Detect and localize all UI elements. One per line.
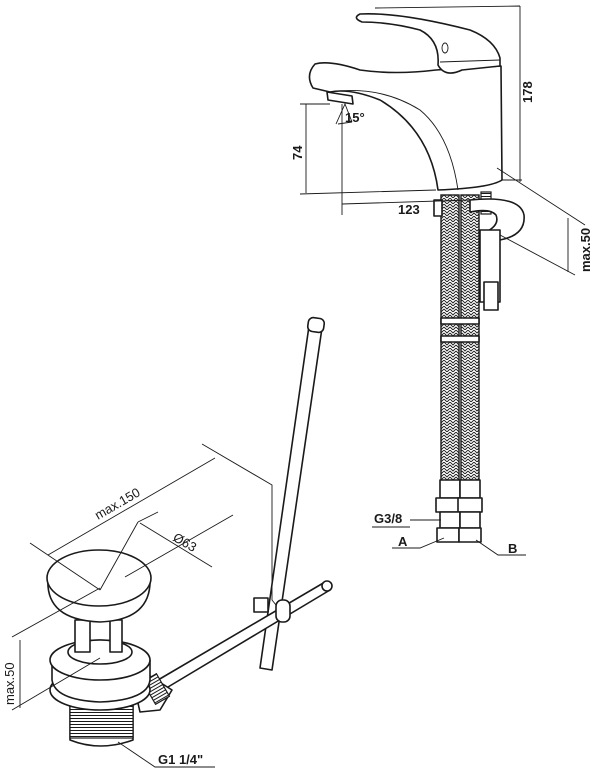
faucet-body — [308, 62, 503, 191]
pop-up-drain — [46, 316, 333, 747]
hose-a-label: A — [398, 534, 408, 549]
height-label: 178 — [520, 81, 535, 103]
aerator — [326, 91, 354, 105]
spout-height-label: 74 — [290, 145, 305, 160]
drain-dimensions — [11, 443, 277, 768]
lever-handle — [355, 13, 501, 74]
drain-thread-label: G1 1/4" — [158, 752, 203, 767]
deck-thickness-label: max.50 — [578, 228, 593, 272]
lever-rod — [157, 581, 331, 691]
hose-b-label: B — [508, 541, 517, 556]
drain-length-label: max.150 — [92, 485, 143, 523]
drain-cap-top — [46, 549, 152, 607]
angle-label: 15° — [345, 110, 365, 125]
connection-label: G3/8 — [374, 511, 402, 526]
reach-label: 123 — [398, 202, 420, 217]
hose-b — [460, 194, 480, 496]
faucet-dimensions — [299, 5, 586, 556]
hose-nuts — [435, 479, 483, 543]
hose-a — [440, 194, 460, 496]
drain-diameter-label: Ø63 — [171, 530, 200, 555]
drain-thickness-label: max.50 — [2, 662, 17, 705]
faucet — [308, 13, 525, 543]
